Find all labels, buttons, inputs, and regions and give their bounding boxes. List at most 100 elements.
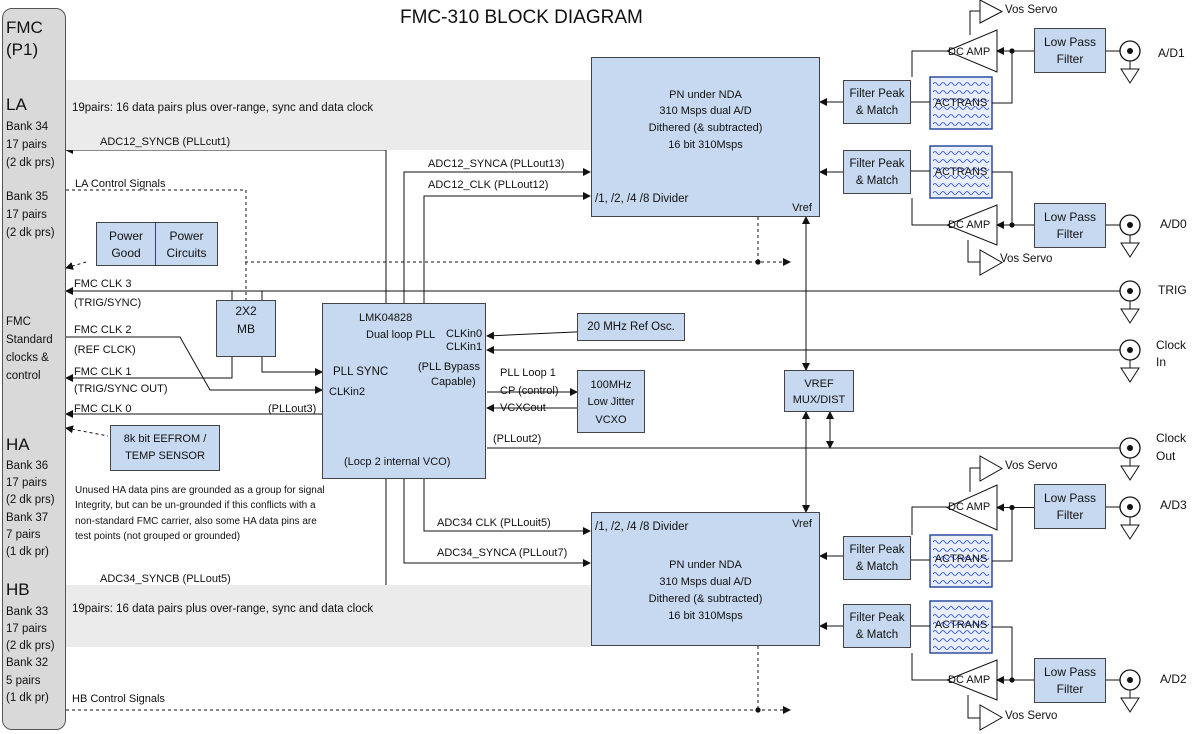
vos-servo-0-label: Vos Servo (1000, 253, 1053, 265)
diagram-title: FMC-310 BLOCK DIAGRAM (400, 7, 643, 28)
power-good-block (96, 222, 156, 266)
hb-line-3: Bank 32 (6, 657, 49, 669)
vref-mux-block (784, 370, 854, 412)
adc34-line-1: 310 Msps dual A/D (659, 576, 752, 588)
trig-sync-out-label: (TRIG/SYNC OUT) (74, 383, 168, 395)
actrans-wave-0-5 (932, 122, 990, 126)
std-line-0: FMC (6, 316, 31, 328)
ha-line-3: Bank 37 (6, 512, 49, 524)
trig-sync-label: (TRIG/SYNC) (74, 297, 142, 309)
adc34-synca-line (403, 479, 591, 567)
ha-line-1: 17 pairs (6, 477, 47, 489)
fmc-header-1: FMC (6, 18, 43, 37)
ha-line-2: (2 dk prs) (6, 494, 55, 506)
actrans-wave-1-2 (932, 167, 990, 171)
adc12-line-1: 310 Msps dual A/D (659, 105, 752, 117)
hb-line-5: (1 dk pr) (6, 692, 49, 704)
la-label: LA (6, 95, 27, 114)
actrans-2-label: ACTRANS (934, 619, 988, 631)
fmc-clk2-label: FMC CLK 2 (74, 324, 132, 336)
bnc-ground-3 (1120, 367, 1140, 383)
dashed-junction-dot (755, 259, 761, 265)
adc12-line-2: Dithered (& subtracted) (648, 122, 763, 134)
ad1-label: A/D1 (1158, 46, 1185, 60)
pll-loop-label: PLL Loop 1 (500, 367, 556, 379)
actrans-wave-0-3 (932, 106, 990, 110)
la-line-5: (2 dk prs) (6, 227, 55, 239)
vcxo-line-1: Low Jitter (587, 396, 635, 408)
actrans-wave-0-0 (932, 82, 990, 86)
ha-label: HA (6, 435, 30, 454)
dcamp3-to-actrans (911, 506, 947, 535)
ad3-to-actrans (992, 507, 1013, 562)
bnc-pin-0 (1127, 48, 1133, 54)
vos-servo-1-label: Vos Servo (1005, 4, 1058, 16)
lpf-2-line-1: Filter (1056, 682, 1084, 696)
ad2-to-actrans (992, 626, 1013, 680)
eeprom-line-1: TEMP SENSOR (125, 450, 205, 462)
clock-in-label-1: In (1156, 355, 1167, 369)
power-good-line-0: Power (108, 229, 143, 243)
lpf-0 (1034, 203, 1106, 248)
pll-clkin0: CLKin0 (446, 328, 483, 340)
vcxo-line-2: VCXO (595, 414, 627, 426)
ref-osc-text: 20 MHz Ref Osc. (587, 321, 675, 333)
actrans-wave-3-0 (932, 606, 990, 610)
adc34-divider: /1, /2, /4 /8 Divider (595, 521, 689, 533)
vos-servo-triangle-2 (979, 455, 1004, 482)
actrans-wave-1-1 (932, 159, 990, 163)
fmc-clk2-line (66, 336, 323, 394)
filter-peak-3 (843, 536, 911, 580)
fmc-clk3-label: FMC CLK 3 (74, 278, 132, 290)
hb-junction-dot (755, 707, 761, 713)
filter-peak-2 (843, 604, 911, 648)
power-good-line-1: Good (111, 246, 141, 260)
vos2-link (967, 695, 980, 719)
bnc-pin-5 (1127, 504, 1133, 510)
lpf-2-line-0: Low Pass (1043, 665, 1097, 679)
fmc-clk0-label: FMC CLK 0 (74, 403, 132, 415)
hb-line-2: (2 dk prs) (6, 640, 55, 652)
hb-line-1: 17 pairs (6, 623, 47, 635)
pll-bypass-0: (PLL Bypass (418, 361, 480, 373)
bnc-ground-2 (1120, 308, 1140, 324)
dcamp-1-label: DC AMP (948, 46, 991, 58)
actrans-wave-2-0 (932, 540, 990, 544)
actrans-wave-2-1 (932, 548, 990, 552)
filter-peak-1-line-0: Filter Peak (849, 88, 905, 100)
pll-block (322, 303, 486, 479)
ad0-to-actrans (992, 171, 1013, 225)
filter-peak-1 (843, 80, 911, 124)
adc12-vref: Vref (792, 202, 812, 214)
actrans-0-label: ACTRANS (934, 166, 988, 178)
bnc-ground-4 (1120, 465, 1140, 481)
eeprom-line-0: 8k bit EEFROM / (123, 433, 207, 445)
ref-clk-label: (REF CLCK) (74, 344, 136, 356)
unused-note-3: test points (not grouped or grounded) (75, 531, 241, 542)
adc12-divider: /1, /2, /4 /8 Divider (595, 193, 689, 205)
filter-peak-2-line-1: & Match (855, 629, 899, 641)
adc34-clk-line (423, 479, 591, 535)
ad0-label: A/D0 (1160, 217, 1187, 231)
filter-peak-3-line-0: Filter Peak (849, 544, 905, 556)
vcxcout-label: VCXCout (500, 402, 546, 414)
ha-line-5: (1 dk pr) (6, 546, 49, 558)
actrans-wave-1-0 (932, 151, 990, 155)
la-control-line (66, 189, 250, 313)
adc12-syncb-label: ADC12_SYNCB (PLLcut1) (100, 136, 231, 148)
la-line-4: 17 pairs (6, 209, 47, 221)
lpf-1 (1034, 28, 1106, 73)
ad3-label: A/D3 (1160, 498, 1187, 512)
actrans-1-label: ACTRANS (934, 97, 988, 109)
lpf-3-line-1: Filter (1056, 508, 1084, 522)
vos1-link (969, 10, 980, 35)
std-line-1: Standard (6, 334, 53, 346)
bnc-pin-2 (1127, 288, 1133, 294)
hb-line-0: Bank 33 (6, 606, 49, 618)
unused-note-1: Integrity, but can be un-grounded if thi… (75, 500, 316, 511)
pll-bypass-1: Capable) (431, 376, 476, 388)
filter-peak-3-line-1: & Match (855, 561, 899, 573)
bnc-ground-0 (1120, 68, 1140, 84)
power-bidir-line (65, 261, 87, 270)
la-line-2: (2 dk prs) (6, 157, 55, 169)
